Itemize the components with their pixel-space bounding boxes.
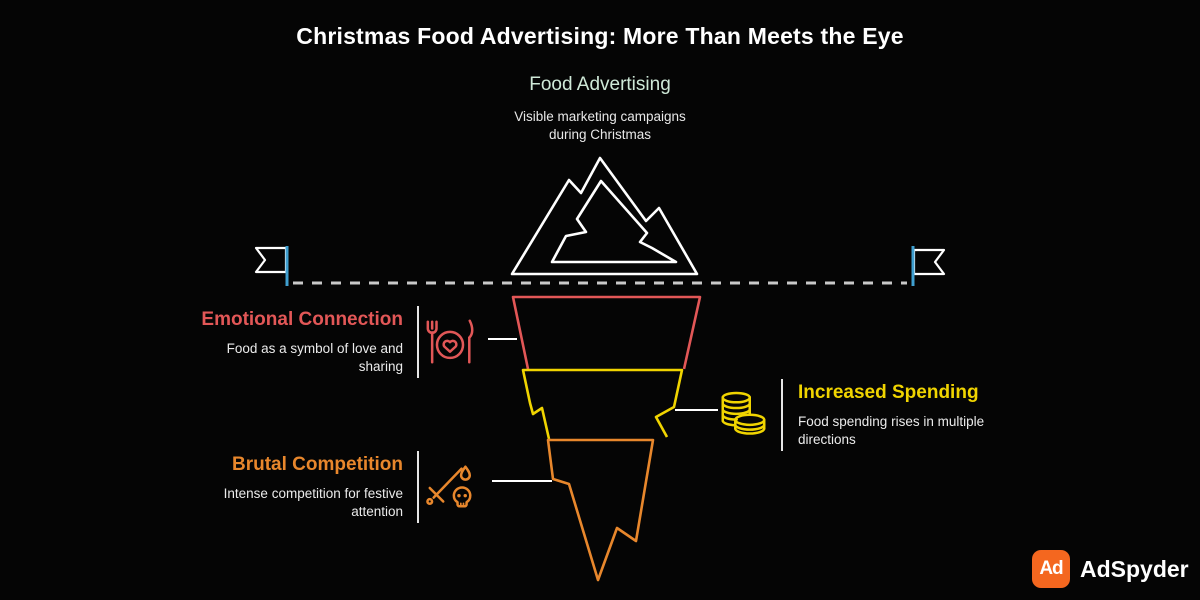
layer-description: Food as a symbol of love and sharing: [226, 340, 403, 374]
brand-logo: Ad AdSpyder: [1032, 550, 1189, 588]
layer-text: Brutal Competition Intense competition f…: [150, 454, 417, 521]
iceberg-layer-competition: [546, 438, 655, 582]
flag-icon: [254, 246, 289, 286]
icon-box: [705, 388, 781, 442]
layer-block-emotional-connection: Emotional Connection Food as a symbol of…: [150, 304, 480, 380]
layer-title: Brutal Competition: [232, 453, 403, 475]
layer-text: Emotional Connection Food as a symbol of…: [150, 309, 417, 376]
layer-block-brutal-competition: Brutal Competition Intense competition f…: [150, 449, 480, 525]
divider: [417, 306, 419, 378]
icon-box: [419, 315, 480, 369]
icon-box: [419, 460, 480, 514]
layer-block-increased-spending: Increased Spending Food spending rises i…: [705, 375, 1035, 455]
surface-section: Food Advertising Visible marketing campa…: [0, 74, 1200, 144]
divider: [417, 451, 419, 523]
flag-icon: [911, 246, 946, 286]
iceberg-layer-emotional: [511, 295, 702, 370]
brand-name: AdSpyder: [1080, 555, 1189, 582]
layer-description: Food spending rises in multiple directio…: [798, 413, 985, 447]
divider: [781, 379, 783, 451]
iceberg-layer-spending: [521, 368, 684, 440]
surface-label: Food Advertising: [529, 74, 671, 95]
layer-title: Increased Spending: [798, 381, 979, 403]
brand-logo-icon: Ad: [1032, 550, 1070, 588]
surface-description: Visible marketing campaigns during Chris…: [514, 109, 686, 142]
coins-icon: [721, 391, 766, 435]
layer-text: Increased Spending Food spending rises i…: [783, 382, 1035, 449]
fork-plate-heart-icon: [426, 319, 473, 364]
layer-description: Intense competition for festive attentio…: [223, 485, 403, 519]
mountain-icon: [510, 156, 699, 276]
layer-title: Emotional Connection: [201, 308, 403, 330]
page-title: Christmas Food Advertising: More Than Me…: [296, 23, 904, 50]
sword-skull-icon: [425, 465, 472, 508]
